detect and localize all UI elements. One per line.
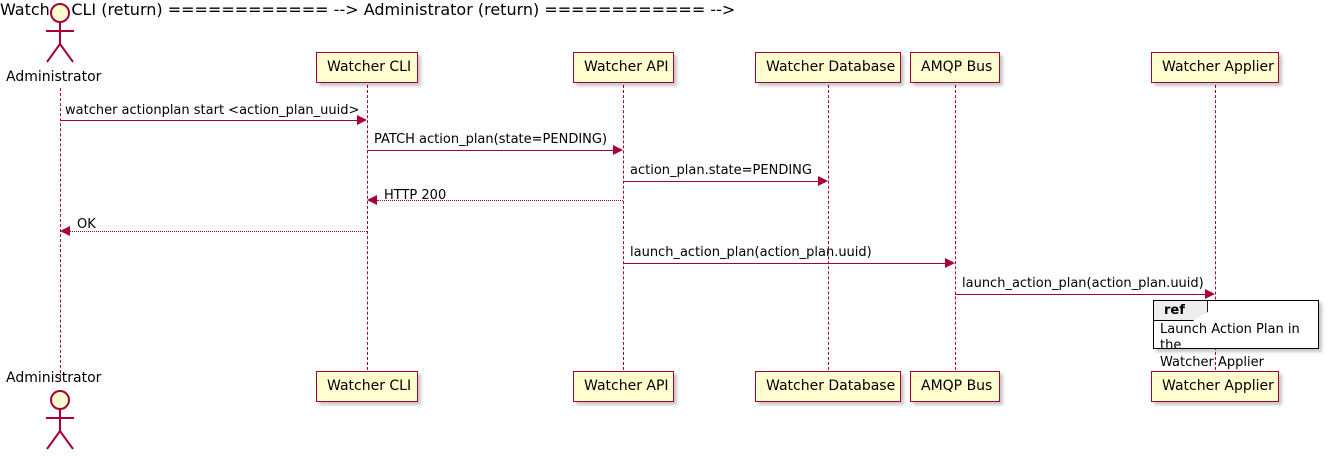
participant-box-watcher-database-top[interactable]: Watcher Database [755, 52, 901, 83]
message-line-patch-action-plan [367, 150, 613, 151]
lifeline-watcher-api [622, 85, 624, 370]
actor-label-administrator-top: Administrator [6, 69, 102, 85]
arrowhead-right [613, 145, 623, 155]
arrowhead-right [945, 258, 955, 268]
message-line-launch-action-plan-amqp [623, 263, 945, 264]
participant-label: Watcher Database [766, 378, 896, 394]
ref-fragment-header: ref [1154, 301, 1208, 321]
participant-label: AMQP Bus [921, 59, 993, 75]
participant-label: Watcher CLI [327, 59, 412, 75]
message-line-action-plan-state-pending [623, 181, 818, 182]
arrowhead-right [357, 115, 367, 125]
actor-administrator-bottom [46, 390, 74, 450]
participant-box-watcher-api-top[interactable]: Watcher API [573, 52, 674, 83]
message-line-ok [70, 231, 367, 232]
participant-box-watcher-api-bottom[interactable]: Watcher API [573, 371, 674, 402]
arrowhead-right [818, 176, 828, 186]
message-line-http-200 [377, 200, 623, 201]
message-label-launch-action-plan-applier: launch_action_plan(action_plan.uuid) [962, 276, 1204, 291]
participant-box-amqp-bus-bottom[interactable]: AMQP Bus [910, 371, 1000, 402]
message-label-http-200: HTTP 200 [384, 188, 447, 203]
arrowhead-left [60, 226, 70, 236]
participant-label: Watcher API [584, 59, 669, 75]
lifeline-watcher-cli [366, 85, 368, 370]
participant-label: Watcher Applier [1162, 59, 1274, 75]
participant-label: AMQP Bus [921, 378, 993, 394]
message-label-ok: OK [77, 217, 96, 232]
participant-box-amqp-bus-top[interactable]: AMQP Bus [910, 52, 1000, 83]
participant-box-watcher-cli-bottom[interactable]: Watcher CLI [316, 371, 418, 402]
message-line-watcher-actionplan-start [60, 120, 357, 121]
participant-label: Watcher Database [766, 59, 896, 75]
participant-box-watcher-applier-top[interactable]: Watcher Applier [1151, 52, 1279, 83]
arrowhead-right [1205, 289, 1215, 299]
participant-box-watcher-applier-bottom[interactable]: Watcher Applier [1151, 371, 1279, 402]
message-line-launch-action-plan-applier [955, 294, 1205, 295]
participant-label: Watcher API [584, 378, 669, 394]
actor-label-administrator-bottom: Administrator [6, 370, 102, 386]
message-label-action-plan-state-pending: action_plan.state=PENDING [630, 163, 812, 178]
participant-label: Watcher CLI [327, 378, 412, 394]
message-label-patch-action-plan: PATCH action_plan(state=PENDING) [374, 132, 608, 147]
arrowhead-left [367, 195, 377, 205]
participant-box-watcher-cli-top[interactable]: Watcher CLI [316, 52, 418, 83]
participant-label: Watcher Applier [1162, 378, 1274, 394]
ref-fragment-body: Launch Action Plan in the Watcher Applie… [1154, 322, 1320, 371]
actor-administrator-top [46, 3, 74, 63]
message-label-launch-action-plan-amqp: launch_action_plan(action_plan.uuid) [630, 245, 872, 260]
lifeline-watcher-database [827, 85, 829, 370]
lifeline-amqp-bus [954, 85, 956, 370]
ref-fragment[interactable]: ref Launch Action Plan in the Watcher Ap… [1153, 300, 1319, 370]
participant-box-watcher-database-bottom[interactable]: Watcher Database [755, 371, 901, 402]
ref-fragment-body-line-2: Watcher Applier [1160, 354, 1264, 370]
message-label-watcher-actionplan-start: watcher actionplan start <action_plan_uu… [65, 103, 360, 118]
lifeline-watcher-applier [1214, 85, 1216, 370]
ref-fragment-body-line-1: Launch Action Plan in the [1160, 322, 1300, 354]
